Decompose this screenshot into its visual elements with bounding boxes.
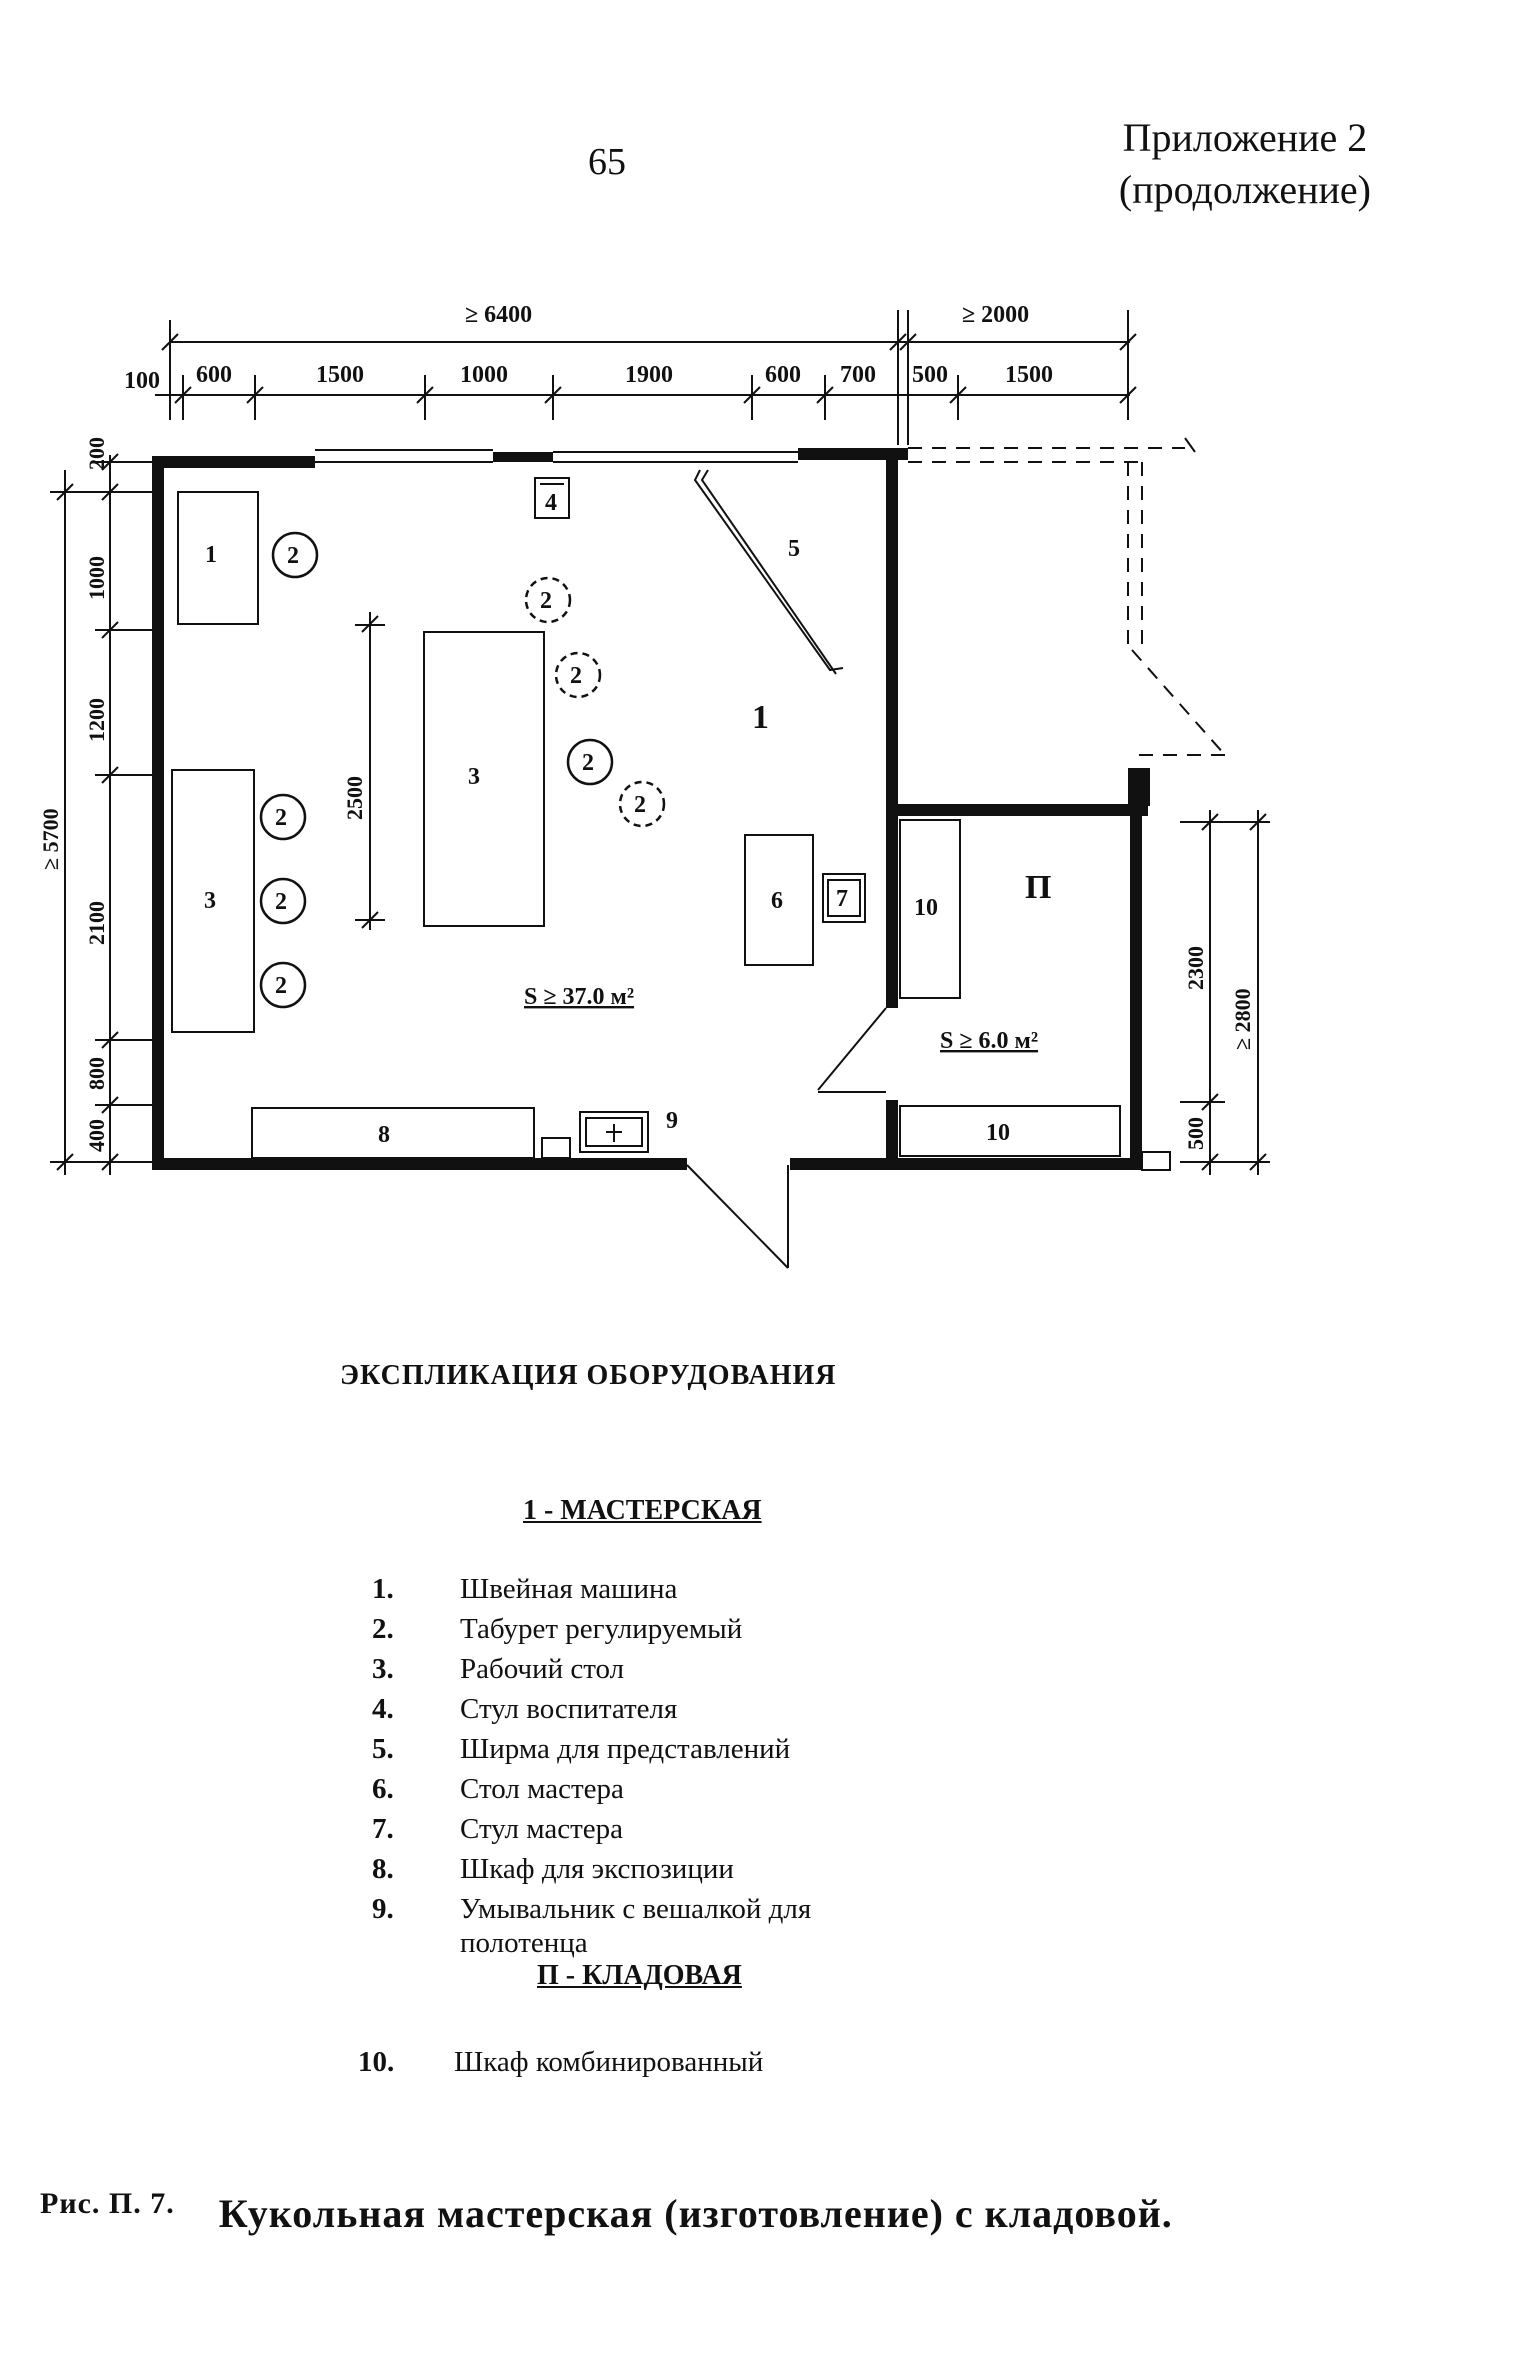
list-item-text: Шкаф для экспозиции	[460, 1853, 734, 1885]
dim-top-8: 1500	[1005, 362, 1053, 388]
stool-label: 2	[275, 805, 287, 831]
label-display-cabinet: 8	[378, 1122, 390, 1148]
presentation-screen	[693, 469, 844, 672]
stool-labels: 2 2 2 2 2 2 2 2	[275, 543, 646, 999]
dim-top-total-left: ≥ 6400	[465, 302, 532, 328]
entrance-door	[686, 1164, 789, 1269]
washbasin	[579, 1111, 649, 1153]
stool-label: 2	[570, 663, 582, 689]
figure-caption: Рис. П. 7. Кукольная мастерская (изготов…	[40, 2187, 1173, 2237]
dim-left-5: 400	[84, 1119, 109, 1152]
storage-door	[817, 1007, 887, 1091]
appendix-label: Приложение 2 (продолжение)	[1119, 112, 1371, 216]
appendix-line2: (продолжение)	[1118, 167, 1371, 212]
dim-right-inner: 2300	[1183, 946, 1208, 990]
dim-table: 2500	[342, 776, 367, 820]
dim-top-1: 600	[196, 362, 232, 388]
dim-top-7: 500	[912, 362, 948, 388]
stool-label: 2	[275, 889, 287, 915]
dim-top-2: 1500	[316, 362, 364, 388]
label-screen: 5	[788, 536, 800, 562]
list-item-number: 10.	[358, 2046, 395, 2078]
list-item-number: 9.	[372, 1893, 394, 1925]
dim-top-6: 700	[840, 362, 876, 388]
dim-top-4: 1900	[625, 362, 673, 388]
master-table	[744, 834, 814, 966]
sewing-machine	[177, 491, 259, 625]
caption-text: Кукольная мастерская (изготовление) с кл…	[218, 2191, 1173, 2236]
label-washbasin: 9	[666, 1108, 678, 1134]
section1-title: 1 - МАСТЕРСКАЯ	[523, 1495, 762, 1526]
cabinet-storage-2	[899, 1105, 1121, 1157]
appendix-line1: Приложение 2	[1122, 115, 1368, 160]
dim-top-5: 600	[765, 362, 801, 388]
list-item-number: 1.	[372, 1573, 394, 1605]
dim-left-4: 800	[84, 1057, 109, 1090]
stool-label: 2	[287, 543, 299, 569]
stool-label: 2	[540, 588, 552, 614]
label-teacher-chair: 4	[545, 490, 557, 516]
corridor-dashed	[908, 447, 1226, 756]
label-master-table: 6	[771, 888, 783, 914]
list-item-text: Швейная машина	[460, 1573, 678, 1605]
display-cabinet	[251, 1107, 535, 1159]
label-work-table-left: 3	[204, 888, 216, 914]
list-item-text: Табурет регулируемый	[460, 1613, 743, 1645]
master-chair	[822, 873, 866, 923]
room2-label: П	[1025, 869, 1051, 906]
list-item-text: Умывальник с вешалкой для полотенца	[460, 1893, 812, 1959]
cabinet-storage-1	[899, 819, 961, 999]
stool-label: 2	[634, 792, 646, 818]
dim-left-2: 1200	[84, 698, 109, 742]
work-table-left	[171, 769, 255, 1033]
list-item-number: 6.	[372, 1773, 394, 1805]
label-cabinet-storage-2: 10	[986, 1120, 1010, 1146]
list-item-number: 4.	[372, 1693, 394, 1725]
walls	[152, 448, 1150, 1170]
stool-label: 2	[275, 973, 287, 999]
stools	[259, 531, 666, 1009]
list-item-number: 7.	[372, 1813, 394, 1845]
list-item-text: Стул мастера	[460, 1813, 624, 1845]
dim-left-total: ≥ 5700	[38, 808, 63, 870]
list-item-text: Стул воспитателя	[460, 1693, 678, 1725]
dim-right-small: 500	[1183, 1117, 1208, 1150]
list-item-number: 8.	[372, 1853, 394, 1885]
floor-plan: ≥ 6400 ≥ 2000 100 600 1500 1000 1900 600…	[38, 302, 1270, 1269]
label-cabinet-storage-1: 10	[914, 895, 938, 921]
dim-top-3: 1000	[460, 362, 508, 388]
area-room2: S ≥ 6.0 м²	[940, 1028, 1038, 1054]
page-number: 65	[588, 141, 626, 183]
list-item-number: 5.	[372, 1733, 394, 1765]
teacher-chair	[534, 477, 570, 519]
dim-top-total-right: ≥ 2000	[962, 302, 1029, 328]
list-item-text: Рабочий стол	[460, 1653, 625, 1685]
stool-label: 2	[582, 750, 594, 776]
dim-left-3: 2100	[84, 901, 109, 945]
caption-prefix: Рис. П. 7.	[40, 2187, 175, 2220]
list-item-text: Стол мастера	[460, 1773, 624, 1805]
work-table-center	[423, 631, 545, 927]
list-item-number: 3.	[372, 1653, 394, 1685]
room1-label: 1	[752, 699, 769, 736]
dim-top-0: 100	[124, 368, 160, 394]
label-work-table-center: 3	[468, 764, 480, 790]
list-item-text: Ширма для представлений	[460, 1733, 791, 1765]
explication-title: ЭКСПЛИКАЦИЯ ОБОРУДОВАНИЯ	[340, 1360, 837, 1391]
label-sewing-machine: 1	[205, 542, 217, 568]
list-item-text: Шкаф комбинированный	[454, 2046, 764, 2078]
list-item-number: 2.	[372, 1613, 394, 1645]
section2-title: П - КЛАДОВАЯ	[537, 1960, 742, 1991]
area-room1: S ≥ 37.0 м²	[524, 984, 634, 1010]
label-master-chair: 7	[836, 886, 848, 912]
dim-left-0: 200	[84, 437, 109, 470]
dim-right-outer: ≥ 2800	[1230, 988, 1255, 1050]
dim-left-1: 1000	[84, 556, 109, 600]
